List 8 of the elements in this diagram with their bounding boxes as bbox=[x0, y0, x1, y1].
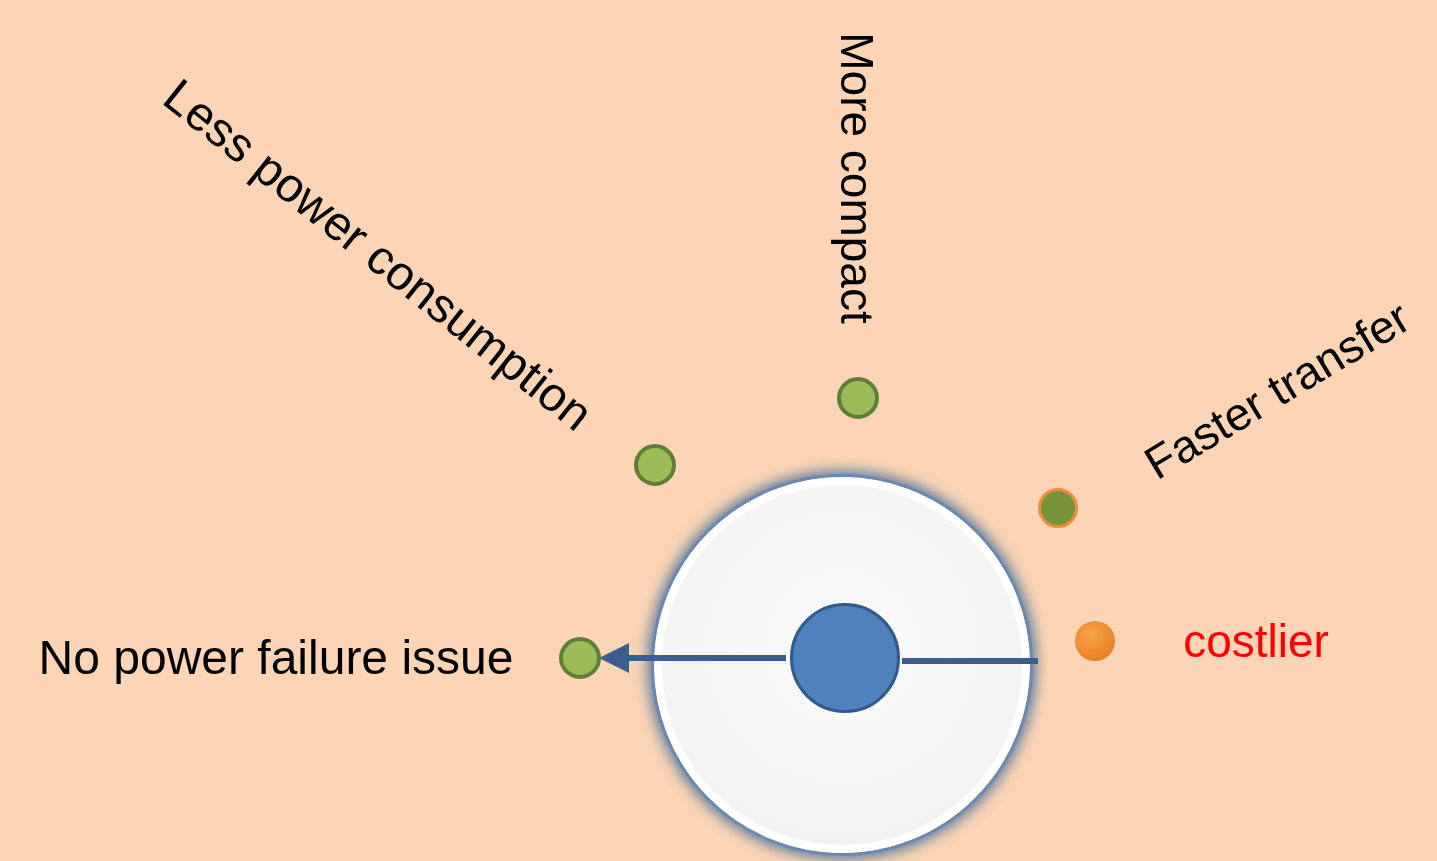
bullet-dot bbox=[837, 377, 879, 419]
bullet-dot bbox=[1038, 488, 1078, 528]
bullet-dot bbox=[634, 444, 676, 486]
bullet-text: costlier bbox=[1183, 618, 1329, 664]
bullet-dot bbox=[559, 637, 601, 679]
arrow bbox=[599, 643, 786, 673]
bullet-text: No power failure issue bbox=[38, 634, 514, 682]
bullet-dot bbox=[1075, 621, 1115, 661]
